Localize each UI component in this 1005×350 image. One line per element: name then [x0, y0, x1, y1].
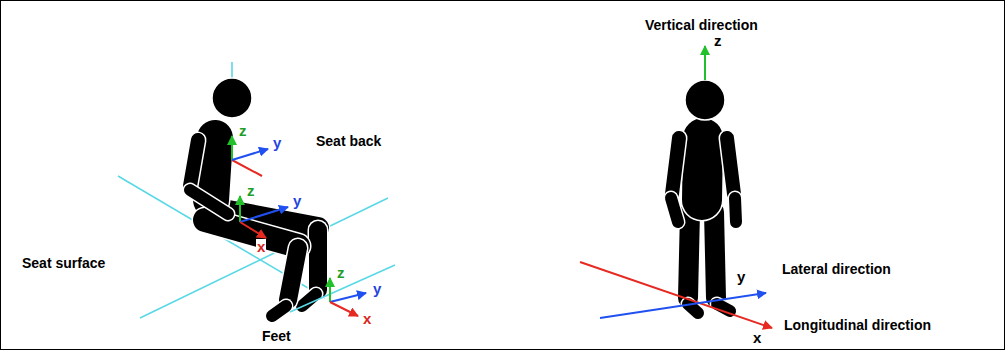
axis-arrow: [704, 46, 706, 80]
body-outline: [190, 190, 228, 214]
axis-arrow: [580, 262, 772, 328]
reference-line: [140, 198, 388, 318]
axis-letter: z: [336, 265, 346, 280]
body-segment: [688, 212, 690, 298]
body-outline: [714, 212, 716, 298]
axis-letter: z: [238, 123, 248, 138]
body-segment: [671, 198, 678, 222]
axis-letter: x: [752, 330, 762, 345]
body-outline: [190, 140, 198, 186]
axis-line: [232, 160, 262, 176]
body-segment: [735, 198, 736, 222]
body-outline: [211, 138, 215, 200]
axis-arrow: [240, 207, 288, 222]
body-outline: [688, 212, 690, 298]
part-label: Seat surface: [22, 256, 105, 270]
axis-letter: y: [372, 281, 382, 296]
axis-letter: x: [362, 311, 372, 326]
body-segment: [672, 138, 679, 194]
axis-arrow: [232, 149, 268, 160]
body-outline: [308, 230, 329, 290]
body-segment: [288, 248, 298, 300]
body-segment: [272, 306, 286, 316]
reference-line: [290, 265, 395, 312]
body-outline: [672, 138, 679, 194]
axis-letter: z: [713, 33, 723, 48]
direction-label: Vertical direction: [645, 18, 758, 32]
body-outline: [288, 248, 298, 300]
body-segment: [190, 190, 228, 214]
body-outline: [727, 138, 734, 194]
axis-arrow: [330, 302, 358, 316]
part-label: Seat back: [316, 134, 381, 148]
seated-figure: [190, 78, 318, 316]
body-segment: [190, 140, 198, 186]
body-outline: [205, 220, 298, 246]
body-outline: [702, 138, 703, 200]
head: [212, 78, 252, 118]
body-segment: [211, 138, 215, 200]
part-label: Feet: [262, 329, 291, 343]
axis-letter: z: [246, 183, 256, 198]
body-segment: [309, 230, 327, 290]
direction-label: Longitudinal direction: [784, 318, 931, 332]
body-segment: [702, 138, 703, 200]
standing-figure: [671, 80, 736, 313]
axis-arrow: [329, 278, 331, 302]
body-segment: [714, 212, 716, 298]
axis-letter: x: [256, 239, 266, 254]
body-segment: [205, 220, 298, 246]
axis-arrow: [600, 293, 766, 318]
axis-letter: y: [292, 193, 302, 208]
axis-arrow: [330, 293, 366, 302]
direction-label: Lateral direction: [782, 262, 891, 276]
head: [685, 80, 725, 120]
body-outline: [671, 198, 678, 222]
body-outline: [735, 198, 736, 222]
axis-letter: y: [272, 135, 282, 150]
body-outline: [272, 306, 286, 316]
axis-arrow: [240, 222, 266, 238]
body-segment: [727, 138, 734, 194]
axis-letter: y: [736, 269, 746, 284]
axis-arrow: [239, 196, 241, 222]
axis-arrow: [231, 136, 233, 160]
